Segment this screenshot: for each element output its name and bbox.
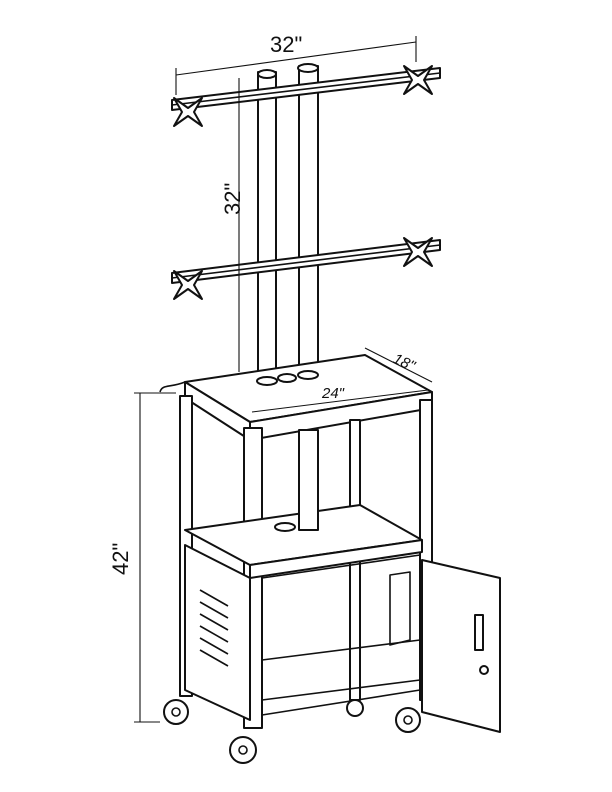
vesa-mount-icon xyxy=(173,270,203,300)
top-shelf: 24" 18" xyxy=(159,347,433,441)
vesa-mount-icon xyxy=(173,97,203,127)
mount-spacing-label: 32" xyxy=(220,183,245,215)
cabinet xyxy=(184,544,501,733)
middle-shelf xyxy=(184,429,423,579)
top-width-label: 32" xyxy=(270,32,302,57)
vesa-mounts xyxy=(173,65,433,300)
cart-height-label: 42" xyxy=(108,543,133,575)
caster-wheel-icon xyxy=(163,699,189,725)
caster-wheel-icon xyxy=(395,707,421,733)
casters xyxy=(163,699,421,764)
door-handle xyxy=(474,614,484,651)
vesa-mount-icon xyxy=(403,65,433,95)
cabinet-door xyxy=(421,559,501,733)
shelf-width-label: 24" xyxy=(321,385,345,402)
caster-wheel-icon xyxy=(346,699,364,717)
top-width-dimension: 32" xyxy=(175,32,417,95)
vesa-mount-icon xyxy=(403,237,433,267)
door-lock xyxy=(479,665,489,675)
mount-spacing-dimension: 32" xyxy=(220,78,245,372)
vent-slots xyxy=(199,589,229,667)
cart-height-dimension: 42" xyxy=(108,392,176,723)
caster-wheel-icon xyxy=(229,736,257,764)
poles xyxy=(257,63,319,383)
